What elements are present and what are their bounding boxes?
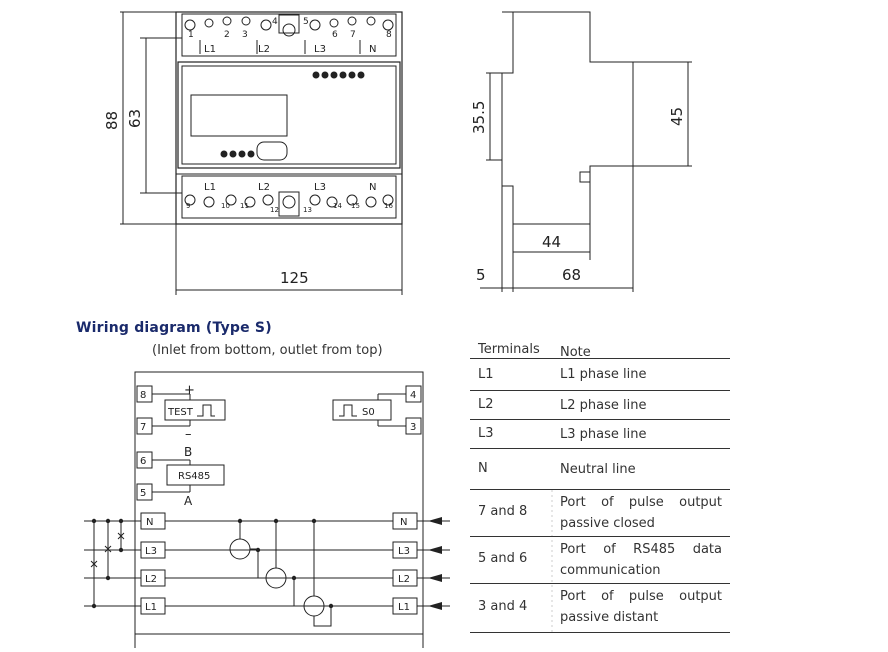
table-row: N Neutral line bbox=[470, 449, 730, 490]
front-dimensions bbox=[120, 11, 403, 295]
dim-height-overall: 88 bbox=[103, 111, 121, 130]
bottom-num-10: 10 bbox=[221, 202, 230, 210]
row-terminal: L1 bbox=[478, 367, 494, 382]
terminal-5: 5 bbox=[140, 488, 146, 499]
bottom-num-16: 16 bbox=[384, 202, 393, 210]
left-line-l2: L2 bbox=[145, 574, 157, 585]
left-line-l1: L1 bbox=[145, 602, 157, 613]
row-terminal: L2 bbox=[478, 397, 494, 412]
b-label: B bbox=[184, 445, 192, 459]
plus-sign: + bbox=[184, 383, 195, 398]
top-num-7: 7 bbox=[350, 30, 356, 40]
row-note: Port of RS485 data communication bbox=[560, 542, 722, 578]
minus-sign: – bbox=[185, 427, 192, 442]
bottom-num-15: 15 bbox=[351, 202, 360, 210]
bottom-phase-l3: L3 bbox=[314, 182, 326, 193]
a-label: A bbox=[184, 494, 193, 508]
row-terminal: L3 bbox=[478, 426, 494, 441]
bottom-phase-l1: L1 bbox=[204, 182, 216, 193]
top-num-4: 4 bbox=[272, 17, 278, 27]
dim-side-left: 35.5 bbox=[470, 101, 488, 134]
terminal-8: 8 bbox=[140, 390, 146, 401]
bottom-num-12: 12 bbox=[270, 206, 279, 214]
test-label: TEST bbox=[167, 407, 194, 418]
top-num-3: 3 bbox=[242, 30, 248, 40]
row-note: Neutral line bbox=[560, 462, 636, 477]
top-num-6: 6 bbox=[332, 30, 338, 40]
right-line-l1: L1 bbox=[398, 602, 410, 613]
row-terminal: 7 and 8 bbox=[478, 504, 528, 519]
rs485-label: RS485 bbox=[178, 471, 210, 482]
table-row: 7 and 8 Port of pulse output passive clo… bbox=[470, 490, 730, 537]
row-terminal: N bbox=[478, 461, 488, 476]
dim-depth-upper: 44 bbox=[542, 233, 561, 251]
bottom-phase-l2: L2 bbox=[258, 182, 270, 193]
top-phase-l3: L3 bbox=[314, 44, 326, 55]
top-num-8: 8 bbox=[386, 30, 392, 40]
row-note: L3 phase line bbox=[560, 427, 647, 442]
right-line-l2: L2 bbox=[398, 574, 410, 585]
terminal-3: 3 bbox=[410, 422, 416, 433]
header-terminals: Terminals bbox=[478, 342, 540, 357]
row-terminal: 5 and 6 bbox=[478, 551, 528, 566]
top-phase-l1: L1 bbox=[204, 44, 216, 55]
top-num-1: 1 bbox=[188, 30, 194, 40]
bottom-phase-n: N bbox=[369, 182, 376, 193]
table-row: L2 L2 phase line bbox=[470, 391, 730, 420]
so-label: S0 bbox=[362, 407, 375, 418]
wiring-diagram-subtitle: (Inlet from bottom, outlet from top) bbox=[152, 343, 383, 358]
top-num-5: 5 bbox=[303, 17, 309, 27]
top-phase-n: N bbox=[369, 44, 376, 55]
row-terminal: 3 and 4 bbox=[478, 599, 528, 614]
wiring-diagram-title: Wiring diagram (Type S) bbox=[76, 320, 272, 336]
left-line-n: N bbox=[146, 517, 153, 528]
bottom-num-9: 9 bbox=[186, 202, 190, 210]
bottom-num-14: 14 bbox=[333, 202, 342, 210]
meter-side-view bbox=[480, 11, 692, 292]
right-line-l3: L3 bbox=[398, 546, 410, 557]
terminal-7: 7 bbox=[140, 422, 146, 433]
top-num-2: 2 bbox=[224, 30, 230, 40]
dim-height-inner: 63 bbox=[126, 109, 144, 128]
wiring-arrows bbox=[91, 517, 442, 610]
dim-offset: 5 bbox=[476, 266, 486, 284]
dim-side-right: 45 bbox=[668, 107, 686, 126]
table-row: L1 L1 phase line bbox=[470, 359, 730, 391]
row-note: Port of pulse output passive closed bbox=[560, 495, 722, 531]
table-header: Terminals Note bbox=[470, 340, 730, 360]
row-note: Port of pulse output passive distant bbox=[560, 589, 722, 625]
bottom-num-13: 13 bbox=[303, 206, 312, 214]
left-line-l3: L3 bbox=[145, 546, 157, 557]
wiring-diagram bbox=[84, 371, 450, 648]
dim-width-front: 125 bbox=[280, 269, 309, 287]
top-phase-l2: L2 bbox=[258, 44, 270, 55]
header-note: Note bbox=[560, 345, 591, 360]
table-row: 5 and 6 Port of RS485 data communication bbox=[470, 537, 730, 584]
table-row: L3 L3 phase line bbox=[470, 420, 730, 449]
bottom-num-11: 11 bbox=[240, 202, 249, 210]
led-row bbox=[220, 71, 365, 158]
meter-front-view bbox=[175, 11, 403, 225]
x-marks bbox=[90, 532, 125, 568]
dim-depth-total: 68 bbox=[562, 266, 581, 284]
terminal-table: Terminals Note L1 L1 phase line L2 L2 ph… bbox=[470, 340, 730, 633]
table-row: 3 and 4 Port of pulse output passive dis… bbox=[470, 584, 730, 633]
terminal-6: 6 bbox=[140, 456, 146, 467]
right-line-n: N bbox=[400, 517, 407, 528]
row-note: L2 phase line bbox=[560, 398, 647, 413]
terminal-4: 4 bbox=[410, 390, 416, 401]
row-note: L1 phase line bbox=[560, 367, 647, 382]
